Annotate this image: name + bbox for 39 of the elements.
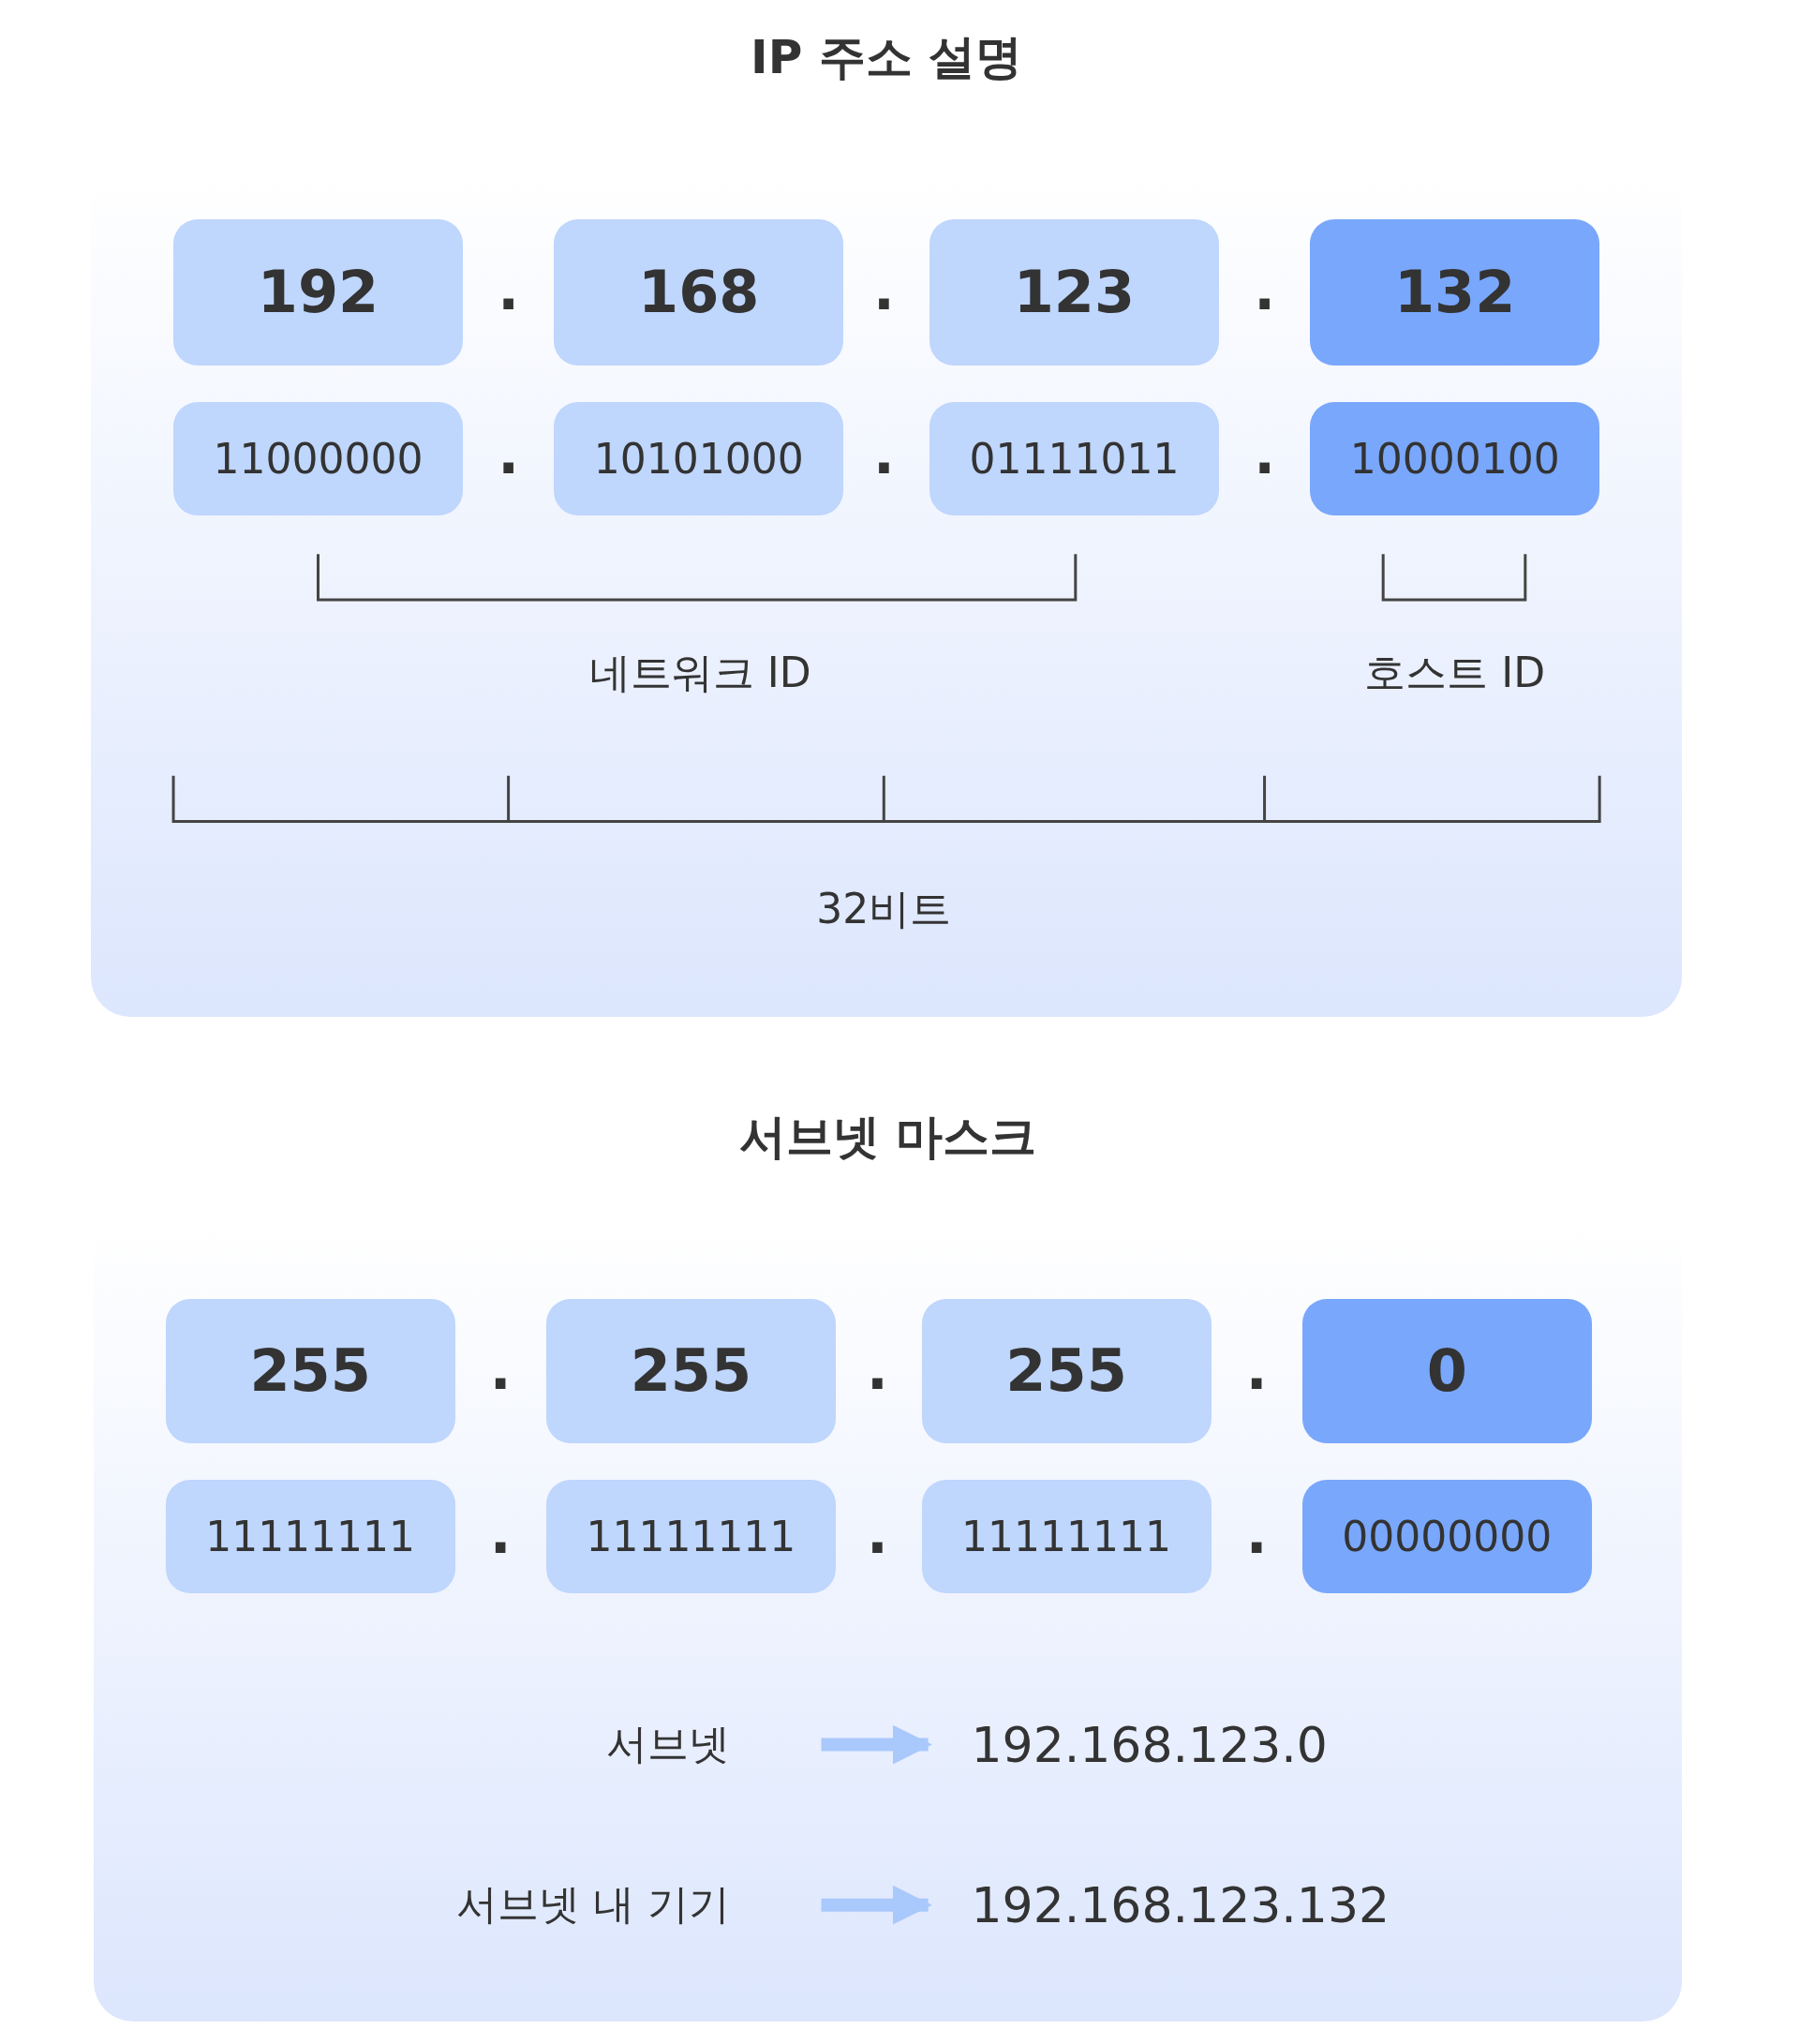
separator-dot: . [866,1340,888,1397]
binary-octet-box: 10101000 [554,401,844,515]
decimal-octet-box: 255 [165,1298,455,1444]
binary-octet-box: 11000000 [173,401,463,515]
binary-octet-box: 11111111 [165,1480,455,1594]
binary-octet-box: 10000100 [1310,401,1600,515]
separator-dot: . [1245,1505,1268,1562]
row-label: 서브넷 내 기기 [391,1868,822,1942]
decimal-octet-box: 255 [921,1298,1212,1444]
decimal-octet-box: 132 [1310,218,1600,366]
separator-dot: . [1254,261,1275,318]
separator-dot: . [489,1505,512,1562]
binary-octet-box: 11111111 [921,1480,1212,1594]
bracket-label: 네트워크 ID [588,647,811,698]
separator-dot: . [498,425,519,483]
bracket-label: 32비트 [816,883,952,934]
decimal-octet-box: 0 [1301,1298,1592,1444]
decimal-octet-box: 255 [545,1298,836,1444]
binary-octet-box: 11111111 [545,1480,836,1594]
section-title: 서브넷 마스크 [737,1108,1038,1166]
row-label: 서브넷 [391,1708,822,1782]
separator-dot: . [866,1505,888,1562]
separator-dot: . [498,261,519,318]
address-text: 192.168.123.0 [928,1701,1450,1788]
binary-octet-box: 01111011 [929,401,1219,515]
arrow [821,1885,932,1925]
decimal-octet-box: 168 [554,218,844,366]
decimal-octet-box: 123 [929,218,1219,366]
separator-dot: . [872,425,895,483]
address-text: 192.168.123.132 [928,1861,1476,1948]
separator-dot: . [1254,425,1275,483]
arrow [821,1724,932,1765]
binary-octet-box: 00000000 [1301,1480,1592,1594]
separator-dot: . [489,1340,512,1397]
separator-dot: . [872,261,895,318]
decimal-octet-box: 192 [173,218,463,366]
bracket-label: 호스트 ID [1364,647,1546,698]
section-title: IP 주소 설명 [750,28,1024,86]
separator-dot: . [1245,1340,1268,1397]
